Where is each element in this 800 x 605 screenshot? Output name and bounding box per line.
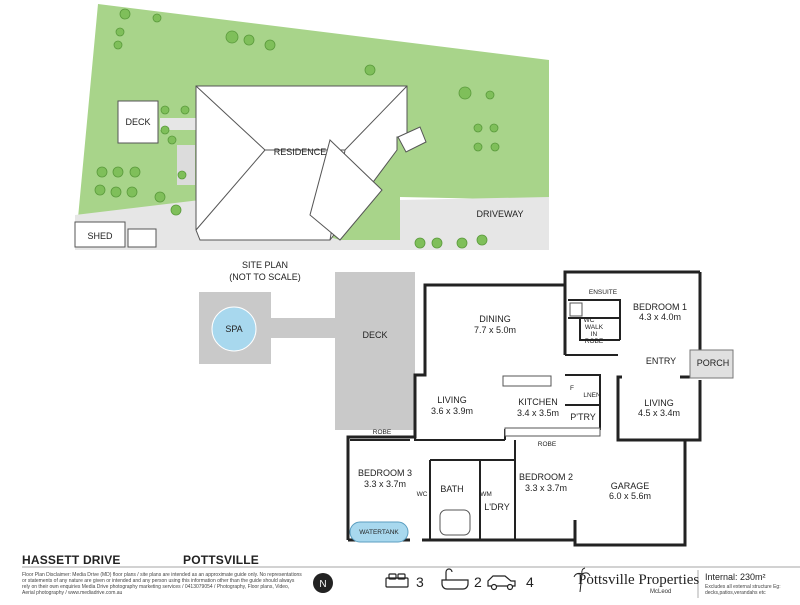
deck-label: DECK xyxy=(362,330,387,340)
bedroom2-name: BEDROOM 2 xyxy=(519,472,573,482)
robe3-label: ROBE xyxy=(373,429,392,436)
site-residence-label: RESIDENCE xyxy=(274,147,327,157)
porch-label: PORCH xyxy=(697,358,730,368)
bedroom3-name: BEDROOM 3 xyxy=(358,468,412,478)
kitchen-bench xyxy=(504,427,601,437)
kitchen-size: 3.4 x 3.5m xyxy=(517,408,559,418)
palm-logo-icon xyxy=(573,567,591,593)
watertank-label: WATERTANK xyxy=(359,529,399,536)
site-caption-line2: (NOT TO SCALE) xyxy=(229,272,301,282)
kitchen-island xyxy=(502,375,552,387)
watertank-shape xyxy=(349,521,409,543)
baths-count: 2 xyxy=(474,574,482,590)
car-icon xyxy=(487,575,516,591)
garage-name: GARAGE xyxy=(611,481,650,491)
entry-label: ENTRY xyxy=(646,356,676,366)
street-name: HASSETT DRIVE xyxy=(22,553,121,567)
site-shed-label: SHED xyxy=(87,231,113,241)
site-deck-label: DECK xyxy=(125,117,150,127)
wir-line1: WALK xyxy=(585,324,604,331)
garage-size: 6.0 x 5.6m xyxy=(609,491,651,501)
disclaimer-text: Floor Plan Disclaimer: Media Drive (MD) … xyxy=(22,572,302,596)
fridge-label: F xyxy=(570,385,574,392)
bedroom1-size: 4.3 x 4.0m xyxy=(639,312,681,322)
spa-label: SPA xyxy=(225,324,242,334)
floor-plan: SPA DECK xyxy=(199,270,734,547)
laundry-label: L'DRY xyxy=(484,502,510,512)
living-main-size: 3.6 x 3.9m xyxy=(431,406,473,416)
interior-walls xyxy=(350,299,621,540)
living2-size: 4.5 x 3.4m xyxy=(638,408,680,418)
ensuite-wc-label: WC xyxy=(584,317,595,324)
site-deck xyxy=(117,100,159,144)
kitchen-name: KITCHEN xyxy=(518,397,558,407)
brand-name: Pottsville Properties xyxy=(578,572,700,588)
ensuite-vanity xyxy=(569,302,583,317)
bedroom3-size: 3.3 x 3.7m xyxy=(364,479,406,489)
robe2-label: ROBE xyxy=(538,441,557,448)
bedroom2-size: 3.3 x 3.7m xyxy=(525,483,567,493)
linen-label: LNEN xyxy=(583,392,601,399)
site-caption-line1: SITE PLAN xyxy=(242,260,288,270)
internal-note: Excludes all external structure Eg: deck… xyxy=(705,584,781,596)
site-shed-annex xyxy=(127,228,157,248)
suburb-name: POTTSVILLE xyxy=(183,553,260,567)
bedroom1-name: BEDROOM 1 xyxy=(633,302,687,312)
brand-sub: McLeod xyxy=(650,589,672,595)
bath-label: BATH xyxy=(440,484,463,494)
pantry-label: P'TRY xyxy=(570,412,596,422)
living-main-name: LIVING xyxy=(437,395,467,405)
residence-roof xyxy=(195,85,427,241)
path-strip xyxy=(160,118,196,130)
wir-line2: IN xyxy=(591,331,598,338)
wc-label: WC xyxy=(417,491,428,498)
site-plan: RESIDENCE DECK SHED DRIVEWAY SITE PLAN (… xyxy=(74,4,549,282)
beds-count: 3 xyxy=(416,574,424,590)
porch-shape xyxy=(689,349,734,379)
trees xyxy=(94,8,500,249)
wir-line3: ROBE xyxy=(585,338,604,345)
spa-pool xyxy=(211,306,257,352)
site-driveway-label: DRIVEWAY xyxy=(476,209,523,219)
compass-letter: N xyxy=(319,579,326,590)
dining-name: DINING xyxy=(479,314,511,324)
site-shed xyxy=(74,221,126,248)
bed-icon xyxy=(385,573,409,588)
deck-area xyxy=(335,272,415,430)
ensuite-label: ENSUITE xyxy=(589,289,618,296)
cars-count: 4 xyxy=(526,574,534,590)
dining-size: 7.7 x 5.0m xyxy=(474,325,516,335)
bath-tub xyxy=(439,509,471,536)
spa-path xyxy=(271,318,335,338)
internal-area: Internal: 230m² xyxy=(705,572,766,582)
compass-icon: N xyxy=(313,573,333,593)
driveway-paving xyxy=(400,197,549,250)
wm-label: WM xyxy=(480,491,492,498)
bath-icon xyxy=(441,568,469,590)
living2-name: LIVING xyxy=(644,398,674,408)
side-slab xyxy=(177,145,195,185)
